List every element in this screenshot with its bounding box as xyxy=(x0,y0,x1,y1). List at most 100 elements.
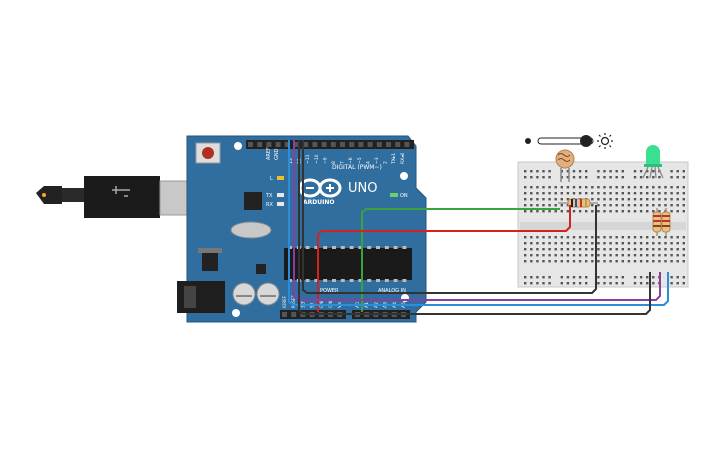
breadboard-hole[interactable] xyxy=(542,198,545,201)
breadboard-hole[interactable] xyxy=(676,254,679,257)
breadboard-hole[interactable] xyxy=(615,248,618,251)
header-pin[interactable] xyxy=(284,142,290,147)
header-pin[interactable] xyxy=(321,142,327,147)
breadboard-hole[interactable] xyxy=(621,242,624,245)
breadboard-hole[interactable] xyxy=(548,198,551,201)
breadboard-hole[interactable] xyxy=(603,236,606,239)
header-pin[interactable] xyxy=(282,312,287,317)
breadboard-hole[interactable] xyxy=(603,198,606,201)
breadboard-hole[interactable] xyxy=(639,260,643,263)
breadboard-hole[interactable] xyxy=(597,276,600,279)
breadboard-hole[interactable] xyxy=(652,192,655,195)
breadboard-hole[interactable] xyxy=(627,186,631,189)
breadboard-hole[interactable] xyxy=(548,192,551,195)
breadboard-hole[interactable] xyxy=(530,242,533,245)
breadboard-hole[interactable] xyxy=(633,248,637,251)
breadboard-hole[interactable] xyxy=(664,236,667,239)
breadboard-hole[interactable] xyxy=(615,192,618,195)
breadboard-hole[interactable] xyxy=(597,254,600,257)
breadboard-hole[interactable] xyxy=(682,192,685,195)
breadboard-hole[interactable] xyxy=(560,254,563,257)
breadboard-hole[interactable] xyxy=(530,282,533,285)
breadboard-hole[interactable] xyxy=(566,170,570,173)
breadboard-hole[interactable] xyxy=(633,282,637,285)
breadboard-hole[interactable] xyxy=(548,260,551,263)
breadboard-hole[interactable] xyxy=(548,210,551,213)
breadboard-hole[interactable] xyxy=(652,260,655,263)
breadboard-hole[interactable] xyxy=(524,204,527,207)
breadboard-hole[interactable] xyxy=(615,186,618,189)
breadboard-hole[interactable] xyxy=(652,204,655,207)
breadboard-hole[interactable] xyxy=(530,254,533,257)
header-pin[interactable] xyxy=(266,142,272,147)
breadboard-hole[interactable] xyxy=(591,260,594,263)
breadboard-hole[interactable] xyxy=(621,254,624,257)
breadboard-hole[interactable] xyxy=(560,198,563,201)
breadboard-hole[interactable] xyxy=(670,204,673,207)
breadboard-hole[interactable] xyxy=(621,176,624,179)
breadboard-hole[interactable] xyxy=(536,282,539,285)
breadboard-hole[interactable] xyxy=(682,210,685,213)
reset-button[interactable] xyxy=(202,147,214,159)
breadboard-hole[interactable] xyxy=(572,192,576,195)
header-pin[interactable] xyxy=(275,142,281,147)
breadboard-hole[interactable] xyxy=(676,192,679,195)
breadboard-hole[interactable] xyxy=(566,236,570,239)
breadboard-hole[interactable] xyxy=(536,276,539,279)
breadboard-hole[interactable] xyxy=(664,254,667,257)
breadboard-hole[interactable] xyxy=(566,248,570,251)
breadboard-hole[interactable] xyxy=(536,192,539,195)
header-pin[interactable] xyxy=(303,142,309,147)
breadboard-hole[interactable] xyxy=(572,176,576,179)
breadboard-hole[interactable] xyxy=(554,210,557,213)
breadboard-hole[interactable] xyxy=(627,242,631,245)
breadboard-hole[interactable] xyxy=(639,236,643,239)
breadboard-hole[interactable] xyxy=(621,170,624,173)
breadboard-hole[interactable] xyxy=(560,242,563,245)
breadboard-hole[interactable] xyxy=(548,248,551,251)
breadboard-hole[interactable] xyxy=(554,186,557,189)
breadboard-hole[interactable] xyxy=(658,248,661,251)
breadboard-hole[interactable] xyxy=(572,248,576,251)
breadboard-hole[interactable] xyxy=(621,198,624,201)
breadboard-hole[interactable] xyxy=(554,254,557,257)
breadboard-hole[interactable] xyxy=(652,170,655,173)
breadboard-hole[interactable] xyxy=(578,260,582,263)
breadboard-hole[interactable] xyxy=(597,176,600,179)
breadboard-hole[interactable] xyxy=(633,236,637,239)
breadboard-hole[interactable] xyxy=(524,282,527,285)
breadboard-hole[interactable] xyxy=(670,254,673,257)
breadboard-hole[interactable] xyxy=(658,210,661,213)
breadboard-hole[interactable] xyxy=(664,204,667,207)
breadboard-hole[interactable] xyxy=(609,186,612,189)
breadboard-hole[interactable] xyxy=(633,198,637,201)
breadboard-hole[interactable] xyxy=(585,260,588,263)
breadboard-hole[interactable] xyxy=(652,186,655,189)
header-pin[interactable] xyxy=(349,142,355,147)
breadboard-hole[interactable] xyxy=(633,242,637,245)
breadboard-hole[interactable] xyxy=(566,186,570,189)
breadboard-hole[interactable] xyxy=(536,260,539,263)
breadboard-hole[interactable] xyxy=(609,204,612,207)
photoresistor[interactable] xyxy=(555,149,575,182)
breadboard-hole[interactable] xyxy=(652,248,655,251)
breadboard-hole[interactable] xyxy=(591,186,594,189)
breadboard-hole[interactable] xyxy=(603,170,606,173)
breadboard-hole[interactable] xyxy=(548,204,551,207)
breadboard-hole[interactable] xyxy=(682,176,685,179)
wire-blue[interactable] xyxy=(288,140,669,306)
breadboard-hole[interactable] xyxy=(627,204,631,207)
breadboard-hole[interactable] xyxy=(633,170,637,173)
breadboard-hole[interactable] xyxy=(542,170,545,173)
breadboard-hole[interactable] xyxy=(524,192,527,195)
breadboard-hole[interactable] xyxy=(646,192,649,195)
breadboard-hole[interactable] xyxy=(560,186,563,189)
header-pin[interactable] xyxy=(376,142,382,147)
breadboard-hole[interactable] xyxy=(530,204,533,207)
breadboard-hole[interactable] xyxy=(639,186,643,189)
breadboard-hole[interactable] xyxy=(548,186,551,189)
breadboard-hole[interactable] xyxy=(633,192,637,195)
breadboard-hole[interactable] xyxy=(676,282,679,285)
breadboard-hole[interactable] xyxy=(609,254,612,257)
